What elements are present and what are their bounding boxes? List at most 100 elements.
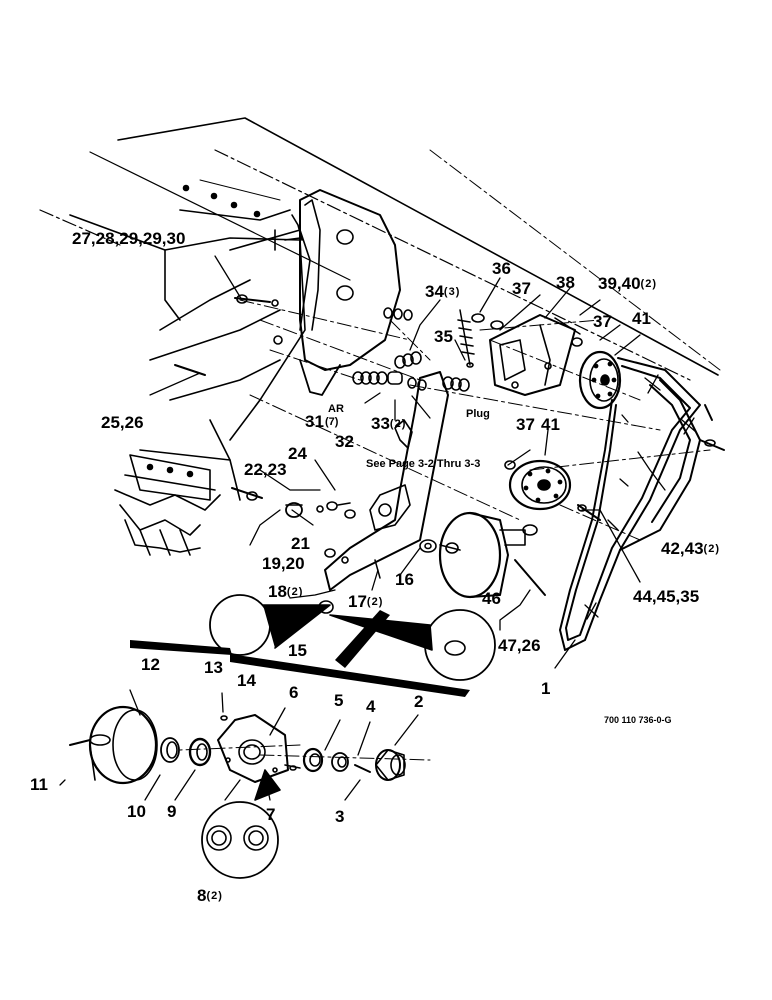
callout-24: 24 [288, 445, 307, 462]
callout-number: 39,40 [598, 274, 641, 293]
callout-7: 7 [266, 806, 275, 823]
callout-4: 4 [366, 698, 375, 715]
callout-22-23: 22,23 [244, 461, 287, 478]
callout-38: 38 [556, 274, 575, 291]
callout-number: 24 [288, 444, 307, 463]
callout-32: 32 [335, 433, 354, 450]
callout-number: 19,20 [262, 554, 305, 573]
callout-number: 31 [305, 412, 324, 431]
callout-quantity: (2) [366, 596, 384, 608]
header-frame-body [69, 179, 311, 501]
callout-number: 4 [366, 697, 376, 716]
washer [344, 509, 356, 519]
callout-46: 46 [482, 590, 501, 607]
callout-number: 46 [482, 589, 501, 608]
callout-9: 9 [167, 803, 176, 820]
callout-13: 13 [204, 659, 223, 676]
callout-41-b: 41 [541, 416, 560, 433]
callout-15: 15 [288, 642, 307, 659]
shaft-parts [302, 747, 406, 781]
upper-idler-pulley [578, 350, 622, 410]
callout-37-b: 37 [593, 313, 612, 330]
callout-quantity: (2) [206, 890, 223, 902]
callout-47-26: 47,26 [498, 637, 541, 654]
callout-19-20: 19,20 [262, 555, 305, 572]
callout-number: 15 [288, 641, 307, 660]
callout-31-qty: (7) [325, 417, 338, 428]
callout-39-40: 39,40(2) [598, 275, 657, 292]
see-page-note: See Page 3-2 Thru 3-3 [366, 459, 480, 470]
callout-number: 6 [289, 683, 299, 702]
callout-33: 33(2) [371, 415, 406, 432]
callout-16: 16 [395, 571, 414, 588]
header-frame [39, 117, 721, 381]
callout-number: 3 [335, 807, 345, 826]
belt-crossings [584, 374, 697, 620]
callout-42-43: 42,43(2) [661, 540, 720, 557]
callout-number: 41 [541, 415, 560, 434]
callout-2: 2 [414, 693, 423, 710]
bolts [174, 294, 725, 596]
callout-number: 9 [167, 802, 177, 821]
leader-lines [59, 255, 666, 801]
callout-25-26: 25,26 [101, 414, 144, 431]
bearing-housing [217, 714, 301, 783]
reference-note: See Page 3-2 Thru 3-3 [366, 458, 481, 470]
callout-number: 5 [334, 691, 344, 710]
callout-10: 10 [127, 803, 146, 820]
upper-drive-housing [291, 189, 401, 396]
callout-number: 17 [348, 592, 367, 611]
callout-number: 42,43 [661, 539, 704, 558]
callout-37-a: 37 [512, 280, 531, 297]
callout-quantity: (2) [640, 278, 657, 290]
callout-number: 8 [197, 886, 207, 905]
callout-31-ar: AR [328, 404, 344, 415]
callout-31: 31 [305, 413, 324, 430]
callout-41-a: 41 [632, 310, 651, 327]
callout-quantity: (2) [389, 418, 407, 430]
callout-number: 18 [268, 582, 287, 601]
cutter-bar [114, 454, 221, 556]
callout-number: 37 [512, 279, 531, 298]
spacer-stacks [352, 307, 470, 392]
callout-number: 32 [335, 432, 354, 451]
idler-spring [457, 309, 485, 368]
callout-12: 12 [141, 656, 160, 673]
ar-note: AR [328, 403, 344, 415]
detail-circles [201, 594, 496, 879]
callout-number: 27,28,29,29,30 [72, 229, 186, 248]
plug-label: Plug [466, 409, 490, 420]
cap [285, 501, 351, 518]
callout-number: 22,23 [244, 460, 287, 479]
callout-34: 34(3) [425, 283, 460, 300]
lower-idler-pulley [504, 459, 572, 511]
callout-number: 44,45,35 [633, 587, 700, 606]
callout-number: 21 [291, 534, 310, 553]
plug-text: Plug [466, 408, 490, 420]
callout-quantity: (2) [286, 586, 304, 598]
callout-number: 47,26 [498, 636, 541, 655]
callout-quantity: (7) [325, 416, 339, 428]
callout-number: 2 [414, 692, 424, 711]
callout-11: 11 [30, 776, 48, 793]
callout-number: 33 [371, 414, 390, 433]
callout-number: 16 [395, 570, 414, 589]
callout-14: 14 [237, 672, 256, 689]
callout-quantity: (2) [703, 543, 720, 555]
gearbox-housing [438, 511, 538, 599]
drive-belt [559, 357, 713, 651]
callout-27-30: 27,28,29,29,30 [72, 230, 185, 247]
callout-number: 11 [30, 775, 48, 794]
section-divider [130, 610, 470, 697]
callout-quantity: (3) [443, 286, 461, 298]
callout-number: 1 [541, 679, 551, 698]
callout-number: 25,26 [101, 413, 144, 432]
callout-number: 14 [237, 671, 256, 690]
callout-35: 35 [434, 328, 453, 345]
callout-17: 17(2) [348, 593, 383, 610]
callout-number: 12 [141, 655, 160, 674]
callout-number: 34 [425, 282, 444, 301]
callout-36: 36 [492, 260, 511, 277]
callout-6: 6 [289, 684, 298, 701]
